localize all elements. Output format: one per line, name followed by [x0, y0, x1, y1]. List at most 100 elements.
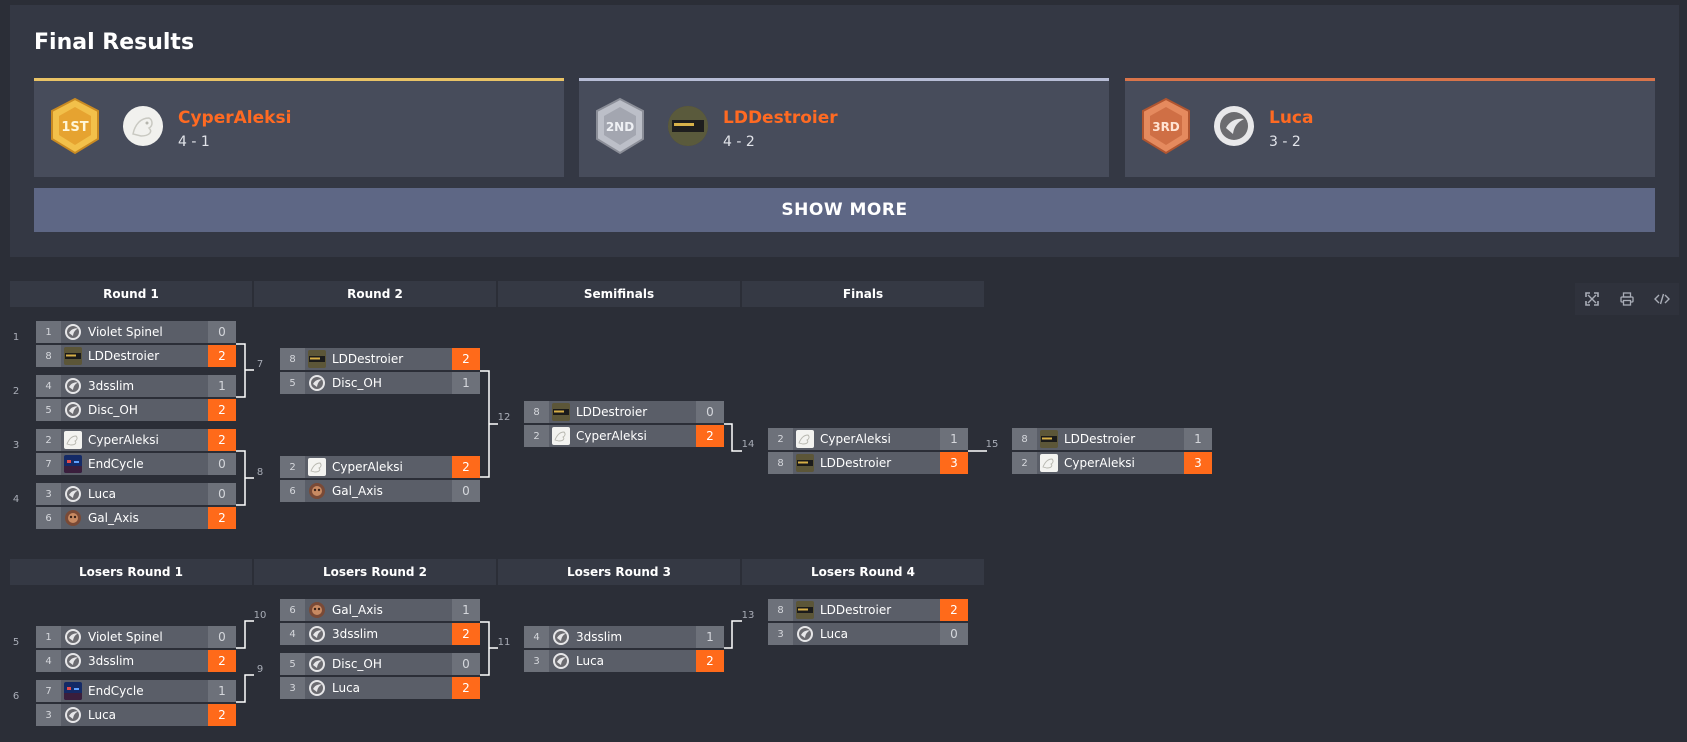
team-name[interactable]: 3dsslim — [88, 654, 208, 668]
team-name[interactable]: EndCycle — [88, 457, 208, 471]
team-name[interactable]: Gal_Axis — [332, 484, 452, 498]
team-name[interactable]: LDDestroier — [1064, 432, 1184, 446]
print-button[interactable] — [1615, 287, 1639, 311]
seed-number: 8 — [36, 345, 61, 367]
team-avatar — [64, 323, 82, 341]
team-name[interactable]: Luca — [88, 487, 208, 501]
team-name[interactable]: Gal_Axis — [88, 511, 208, 525]
team-name[interactable]: Disc_OH — [332, 376, 452, 390]
losers-round-header-4: Losers Round 4 — [742, 559, 984, 585]
team-name[interactable]: CyperAleksi — [1064, 456, 1184, 470]
team-name[interactable]: Luca — [576, 654, 696, 668]
team-name[interactable]: Gal_Axis — [332, 603, 452, 617]
player-name[interactable]: LDDestroier — [723, 108, 838, 128]
team-name[interactable]: Luca — [820, 627, 940, 641]
team-name[interactable]: 3dsslim — [576, 630, 696, 644]
place-card-third[interactable]: 3RD Luca 3 - 2 — [1125, 78, 1655, 177]
connector-line — [236, 451, 254, 505]
player-name[interactable]: CyperAleksi — [178, 108, 291, 128]
team-name[interactable]: Violet Spinel — [88, 325, 208, 339]
place-accent-bar — [34, 78, 564, 81]
team-avatar — [1040, 454, 1058, 472]
show-more-button[interactable]: SHOW MORE — [34, 188, 1655, 232]
match-number: 5 — [8, 637, 24, 648]
team-avatar — [308, 482, 326, 500]
match-number: 9 — [252, 664, 268, 675]
team-name[interactable]: Disc_OH — [88, 403, 208, 417]
fullscreen-button[interactable] — [1580, 287, 1604, 311]
team-score: 2 — [452, 677, 480, 699]
match-number: 2 — [8, 386, 24, 397]
team-name[interactable]: CyperAleksi — [576, 429, 696, 443]
team-name[interactable]: Luca — [332, 681, 452, 695]
team-name[interactable]: Disc_OH — [332, 657, 452, 671]
team-name[interactable]: LDDestroier — [576, 405, 696, 419]
team-name[interactable]: LDDestroier — [820, 456, 940, 470]
team-name[interactable]: EndCycle — [88, 684, 208, 698]
team-name[interactable]: CyperAleksi — [820, 432, 940, 446]
avatar — [668, 106, 708, 146]
team-name[interactable]: Luca — [88, 708, 208, 722]
player-name[interactable]: Luca — [1269, 108, 1313, 128]
team-avatar — [308, 374, 326, 392]
team-name[interactable]: LDDestroier — [88, 349, 208, 363]
team-name[interactable]: LDDestroier — [820, 603, 940, 617]
match-number: 14 — [740, 439, 756, 450]
avatar — [123, 106, 163, 146]
embed-code-button[interactable] — [1650, 287, 1674, 311]
team-name[interactable]: 3dsslim — [88, 379, 208, 393]
team-name[interactable]: CyperAleksi — [332, 460, 452, 474]
place-card-first[interactable]: 1ST CyperAleksi 4 - 1 — [34, 78, 564, 177]
team-name[interactable]: LDDestroier — [332, 352, 452, 366]
place-card-second[interactable]: 2ND LDDestroier 4 - 2 — [579, 78, 1109, 177]
team-name[interactable]: 3dsslim — [332, 627, 452, 641]
team-name[interactable]: Violet Spinel — [88, 630, 208, 644]
team-name[interactable]: CyperAleksi — [88, 433, 208, 447]
